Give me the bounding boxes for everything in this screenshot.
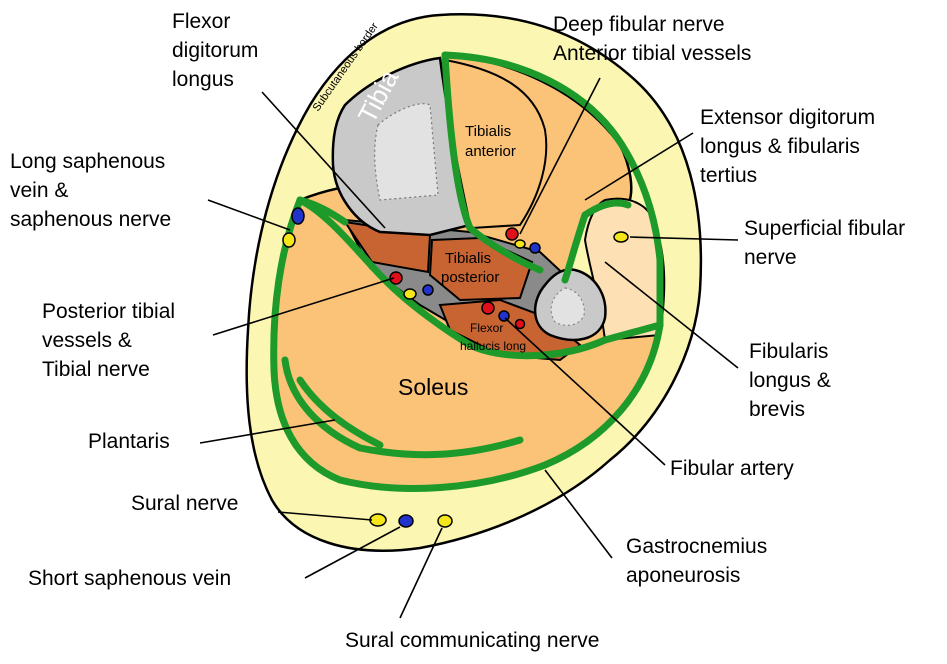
edl-label-line3: tertius	[700, 164, 757, 187]
posterior-tibial-label-line2: vessels &	[42, 329, 132, 352]
fibular-artery	[482, 302, 494, 314]
gastrocnemius-label-line2: aponeurosis	[626, 564, 740, 587]
tibialis-anterior-label-line1: Tibialis	[465, 123, 511, 140]
short-saphenous-label: Short saphenous vein	[28, 567, 231, 590]
tibialis-anterior-label-line2: anterior	[465, 143, 516, 160]
fdl-label-line2: digitorum	[172, 39, 258, 62]
fibular-artery-label: Fibular artery	[670, 457, 794, 480]
fibularis-label-line2: longus &	[749, 369, 831, 392]
posterior-tibial-vein	[423, 285, 433, 295]
superficial-fibular-label-line1: Superficial fibular	[744, 217, 905, 240]
fibularis-label-line1: Fibularis	[749, 340, 828, 363]
fibular-artery-branch	[516, 320, 525, 329]
saphenous-nerve	[283, 233, 295, 247]
fhl-label-line1: Flexor	[470, 321, 503, 335]
soleus-label: Soleus	[398, 374, 468, 400]
sural-nerve	[370, 514, 386, 526]
tibialis-posterior-label-line2: posterior	[441, 269, 499, 286]
edl-label-line1: Extensor digitorum	[700, 106, 875, 129]
plantaris-label: Plantaris	[88, 430, 170, 453]
anterior-tibial-artery	[506, 228, 518, 240]
fibularis-label-line3: brevis	[749, 398, 805, 421]
anterior-tibial-vein	[530, 243, 540, 253]
sural-communicating-nerve	[438, 515, 452, 527]
superficial-fibular-nerve	[614, 232, 628, 242]
tibial-nerve	[404, 289, 416, 299]
edl-label-line2: longus & fibularis	[700, 135, 860, 158]
fdl-label-line3: longus	[172, 68, 234, 91]
long-saphenous-vein	[292, 208, 304, 224]
fhl-label-line2: hallucis long	[460, 339, 526, 353]
deep-fibular-label-line2: Anterior tibial vessels	[553, 42, 751, 65]
posterior-tibial-label-line1: Posterior tibial	[42, 300, 175, 323]
posterior-tibial-label-line3: Tibial nerve	[42, 358, 150, 381]
short-saphenous-vein	[399, 515, 413, 527]
long-saphenous-label-line2: vein &	[10, 179, 68, 202]
sural-communicating-label: Sural communicating nerve	[345, 629, 599, 652]
long-saphenous-label-line3: saphenous nerve	[10, 208, 171, 231]
tibialis-posterior-label-line1: Tibialis	[445, 250, 491, 267]
deep-fibular-label-line1: Deep fibular nerve	[553, 13, 725, 36]
fdl-label-line1: Flexor	[172, 10, 230, 33]
deep-fibular-nerve	[515, 240, 525, 248]
gastrocnemius-label-line1: Gastrocnemius	[626, 535, 767, 558]
sural-nerve-label: Sural nerve	[131, 492, 238, 515]
superficial-fibular-label-line2: nerve	[744, 246, 797, 269]
long-saphenous-label-line1: Long saphenous	[10, 150, 165, 173]
